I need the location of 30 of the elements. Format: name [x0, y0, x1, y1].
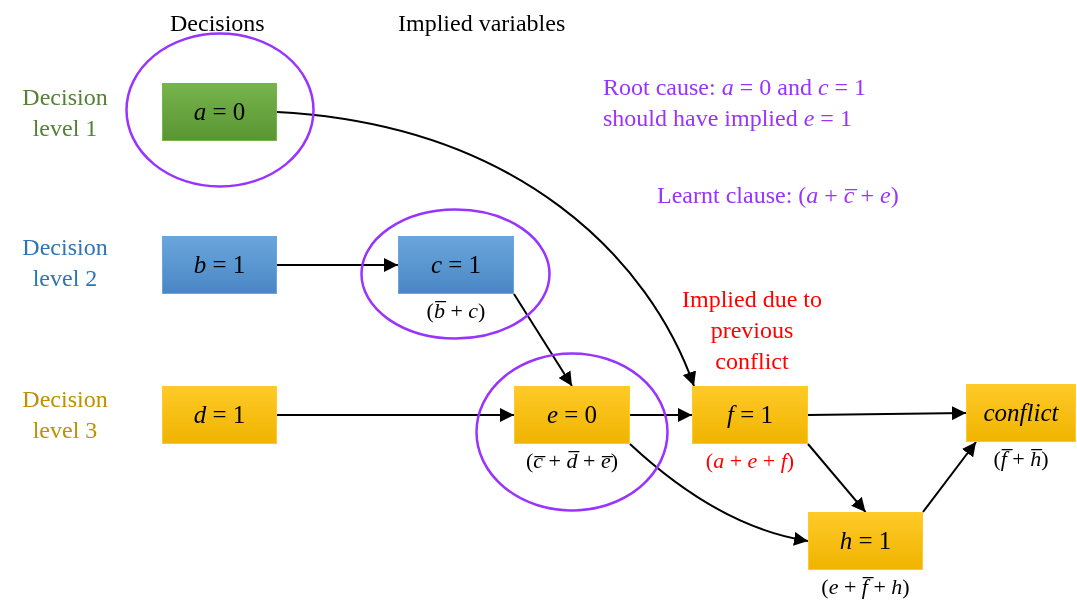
- variable-box: f = 1: [692, 386, 808, 444]
- clause-text: (f̅ + h̅): [993, 446, 1049, 472]
- note-text: Root cause: a = 0 and c = 1 should have implied e = 1: [603, 73, 868, 134]
- variable-box: b = 1: [162, 236, 277, 294]
- clause-text: (a + e + f): [705, 448, 795, 474]
- variable-box: a = 0: [162, 83, 277, 141]
- annotation-text: Implied due to previous conflict: [681, 285, 823, 377]
- variable-box: e = 0: [514, 386, 630, 444]
- level-label: Decision level 1: [21, 83, 109, 144]
- arrow: [629, 408, 693, 422]
- column-heading: Implied variables: [398, 9, 566, 38]
- arrow: [276, 408, 515, 422]
- arrow: [276, 111, 696, 387]
- arrow: [807, 443, 867, 513]
- variable-box: conflict: [966, 384, 1076, 442]
- arrow: [513, 293, 573, 387]
- variable-box: d = 1: [162, 386, 277, 444]
- variable-box: c = 1: [398, 236, 514, 294]
- level-label: Decision level 3: [21, 385, 109, 446]
- arrow: [629, 443, 809, 546]
- clause-text: (e + f̅ + h): [821, 574, 910, 600]
- clause-text: (b̅ + c): [426, 298, 486, 324]
- arrow: [276, 258, 399, 272]
- clause-text: (c̅ + d̅ + e̅): [526, 448, 618, 474]
- arrow: [922, 441, 977, 513]
- variable-box: h = 1: [808, 512, 923, 570]
- column-heading: Decisions: [170, 9, 265, 38]
- arrow: [807, 406, 967, 421]
- level-label: Decision level 2: [21, 233, 109, 294]
- note-text: Learnt clause: (a + c̅ + e): [657, 181, 900, 210]
